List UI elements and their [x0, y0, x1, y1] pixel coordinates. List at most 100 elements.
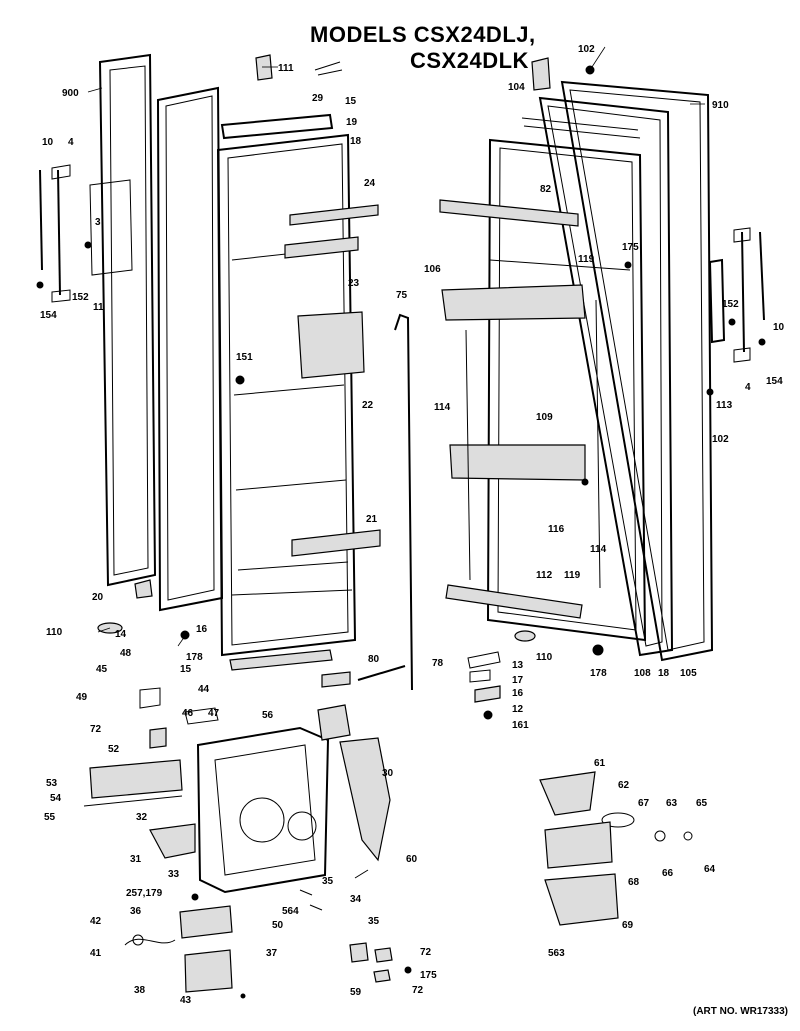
part-label: 24	[364, 178, 376, 189]
freezer-door-panel	[89, 53, 157, 587]
part-label: 48	[120, 648, 132, 659]
part-label: 64	[704, 864, 716, 875]
part-label: 116	[548, 524, 565, 535]
part-label: 4	[68, 137, 74, 148]
part-label: 41	[90, 948, 102, 959]
part-label: 54	[50, 793, 62, 804]
part-label: 108	[634, 668, 651, 679]
models-title-line2: CSX24DLK	[410, 48, 529, 73]
part-label: 22	[362, 400, 374, 411]
part-label: 68	[628, 877, 640, 888]
part-label: 60	[406, 854, 418, 865]
right-hinge-parts	[708, 227, 766, 363]
part-label: 10	[773, 322, 785, 333]
small-fresh-food-parts	[467, 630, 604, 720]
part-label: 50	[272, 920, 284, 931]
small-freezer-parts	[97, 579, 190, 640]
part-label: 178	[186, 652, 203, 663]
part-label: 82	[540, 184, 552, 195]
part-label: 10	[42, 137, 54, 148]
part-label: 21	[366, 514, 378, 525]
part-label: 18	[350, 136, 362, 147]
models-title-line1: MODELS CSX24DLJ,	[310, 22, 536, 47]
part-label: 69	[622, 920, 634, 931]
part-label: 59	[350, 987, 362, 998]
fresh-food-top-trims	[521, 57, 641, 139]
part-label: 564	[282, 906, 299, 917]
part-label: 900	[62, 88, 79, 99]
part-label: 16	[512, 688, 524, 699]
fresh-food-door-gasket	[538, 96, 674, 657]
part-label: 31	[130, 854, 142, 865]
dispenser-assembly	[83, 687, 391, 993]
part-label: 15	[180, 664, 192, 675]
part-label: 175	[622, 242, 639, 253]
part-label: 152	[72, 292, 89, 303]
part-label: 49	[76, 692, 88, 703]
part-label: 13	[512, 660, 524, 671]
part-label: 42	[90, 916, 102, 927]
part-label: 72	[90, 724, 102, 735]
part-label: 111	[278, 63, 294, 74]
leader-lines	[87, 46, 705, 647]
part-label: 563	[548, 948, 565, 959]
part-label: 106	[424, 264, 441, 275]
fresh-food-door-panel	[560, 80, 714, 662]
part-label: 53	[46, 778, 58, 789]
freezer-top-trims	[220, 54, 343, 140]
part-label: 38	[134, 985, 146, 996]
part-label: 178	[590, 668, 607, 679]
part-label: 47	[208, 708, 220, 719]
part-label: 102	[712, 434, 729, 445]
part-label: 23	[348, 278, 360, 289]
part-label: 152	[722, 299, 739, 310]
part-label: 18	[658, 668, 670, 679]
part-label: 35	[368, 916, 380, 927]
part-label: 15	[345, 96, 357, 107]
hardware-fasteners	[132, 65, 714, 999]
freezer-bottom-trims	[229, 649, 406, 688]
part-label: 30	[382, 768, 394, 779]
part-label: 33	[168, 869, 180, 880]
part-label: 110	[536, 652, 553, 663]
part-number-labels: 111 29 15 19 18 900 24 10 4 3 152 154 11…	[40, 44, 785, 1006]
part-label: 105	[680, 668, 697, 679]
part-label: 119	[564, 570, 581, 581]
part-label: 32	[136, 812, 148, 823]
part-label: 109	[536, 412, 553, 423]
part-label: 17	[512, 675, 524, 686]
part-label: 61	[594, 758, 606, 769]
part-label: 175	[420, 970, 437, 981]
part-label: 44	[198, 684, 210, 695]
part-label: 119	[578, 254, 595, 265]
part-label: 67	[638, 798, 650, 809]
part-label: 37	[266, 948, 278, 959]
part-label: 43	[180, 995, 192, 1006]
part-label: 62	[618, 780, 630, 791]
part-label: 112	[536, 570, 553, 581]
part-label: 151	[236, 352, 253, 363]
left-hinge-parts	[36, 164, 92, 303]
freezer-door-gasket	[156, 86, 224, 612]
part-label: 114	[590, 544, 607, 555]
part-label: 20	[92, 592, 104, 603]
auger-motor-parts	[539, 771, 693, 926]
part-label: 80	[368, 654, 380, 665]
part-label: 46	[182, 708, 194, 719]
feeler-arm-75	[394, 313, 413, 691]
fresh-food-door-liner	[439, 138, 647, 642]
part-label: 56	[262, 710, 274, 721]
part-label: 113	[716, 400, 733, 411]
part-label: 78	[432, 658, 444, 669]
part-label: 66	[662, 868, 674, 879]
part-label: 16	[196, 624, 208, 635]
part-label: 45	[96, 664, 108, 675]
part-label: 154	[40, 310, 57, 321]
part-label: 104	[508, 82, 525, 93]
part-label: 3	[95, 217, 101, 228]
part-label: 72	[420, 947, 432, 958]
part-label: 36	[130, 906, 142, 917]
part-label: 72	[412, 985, 424, 996]
part-label: 114	[434, 402, 451, 413]
